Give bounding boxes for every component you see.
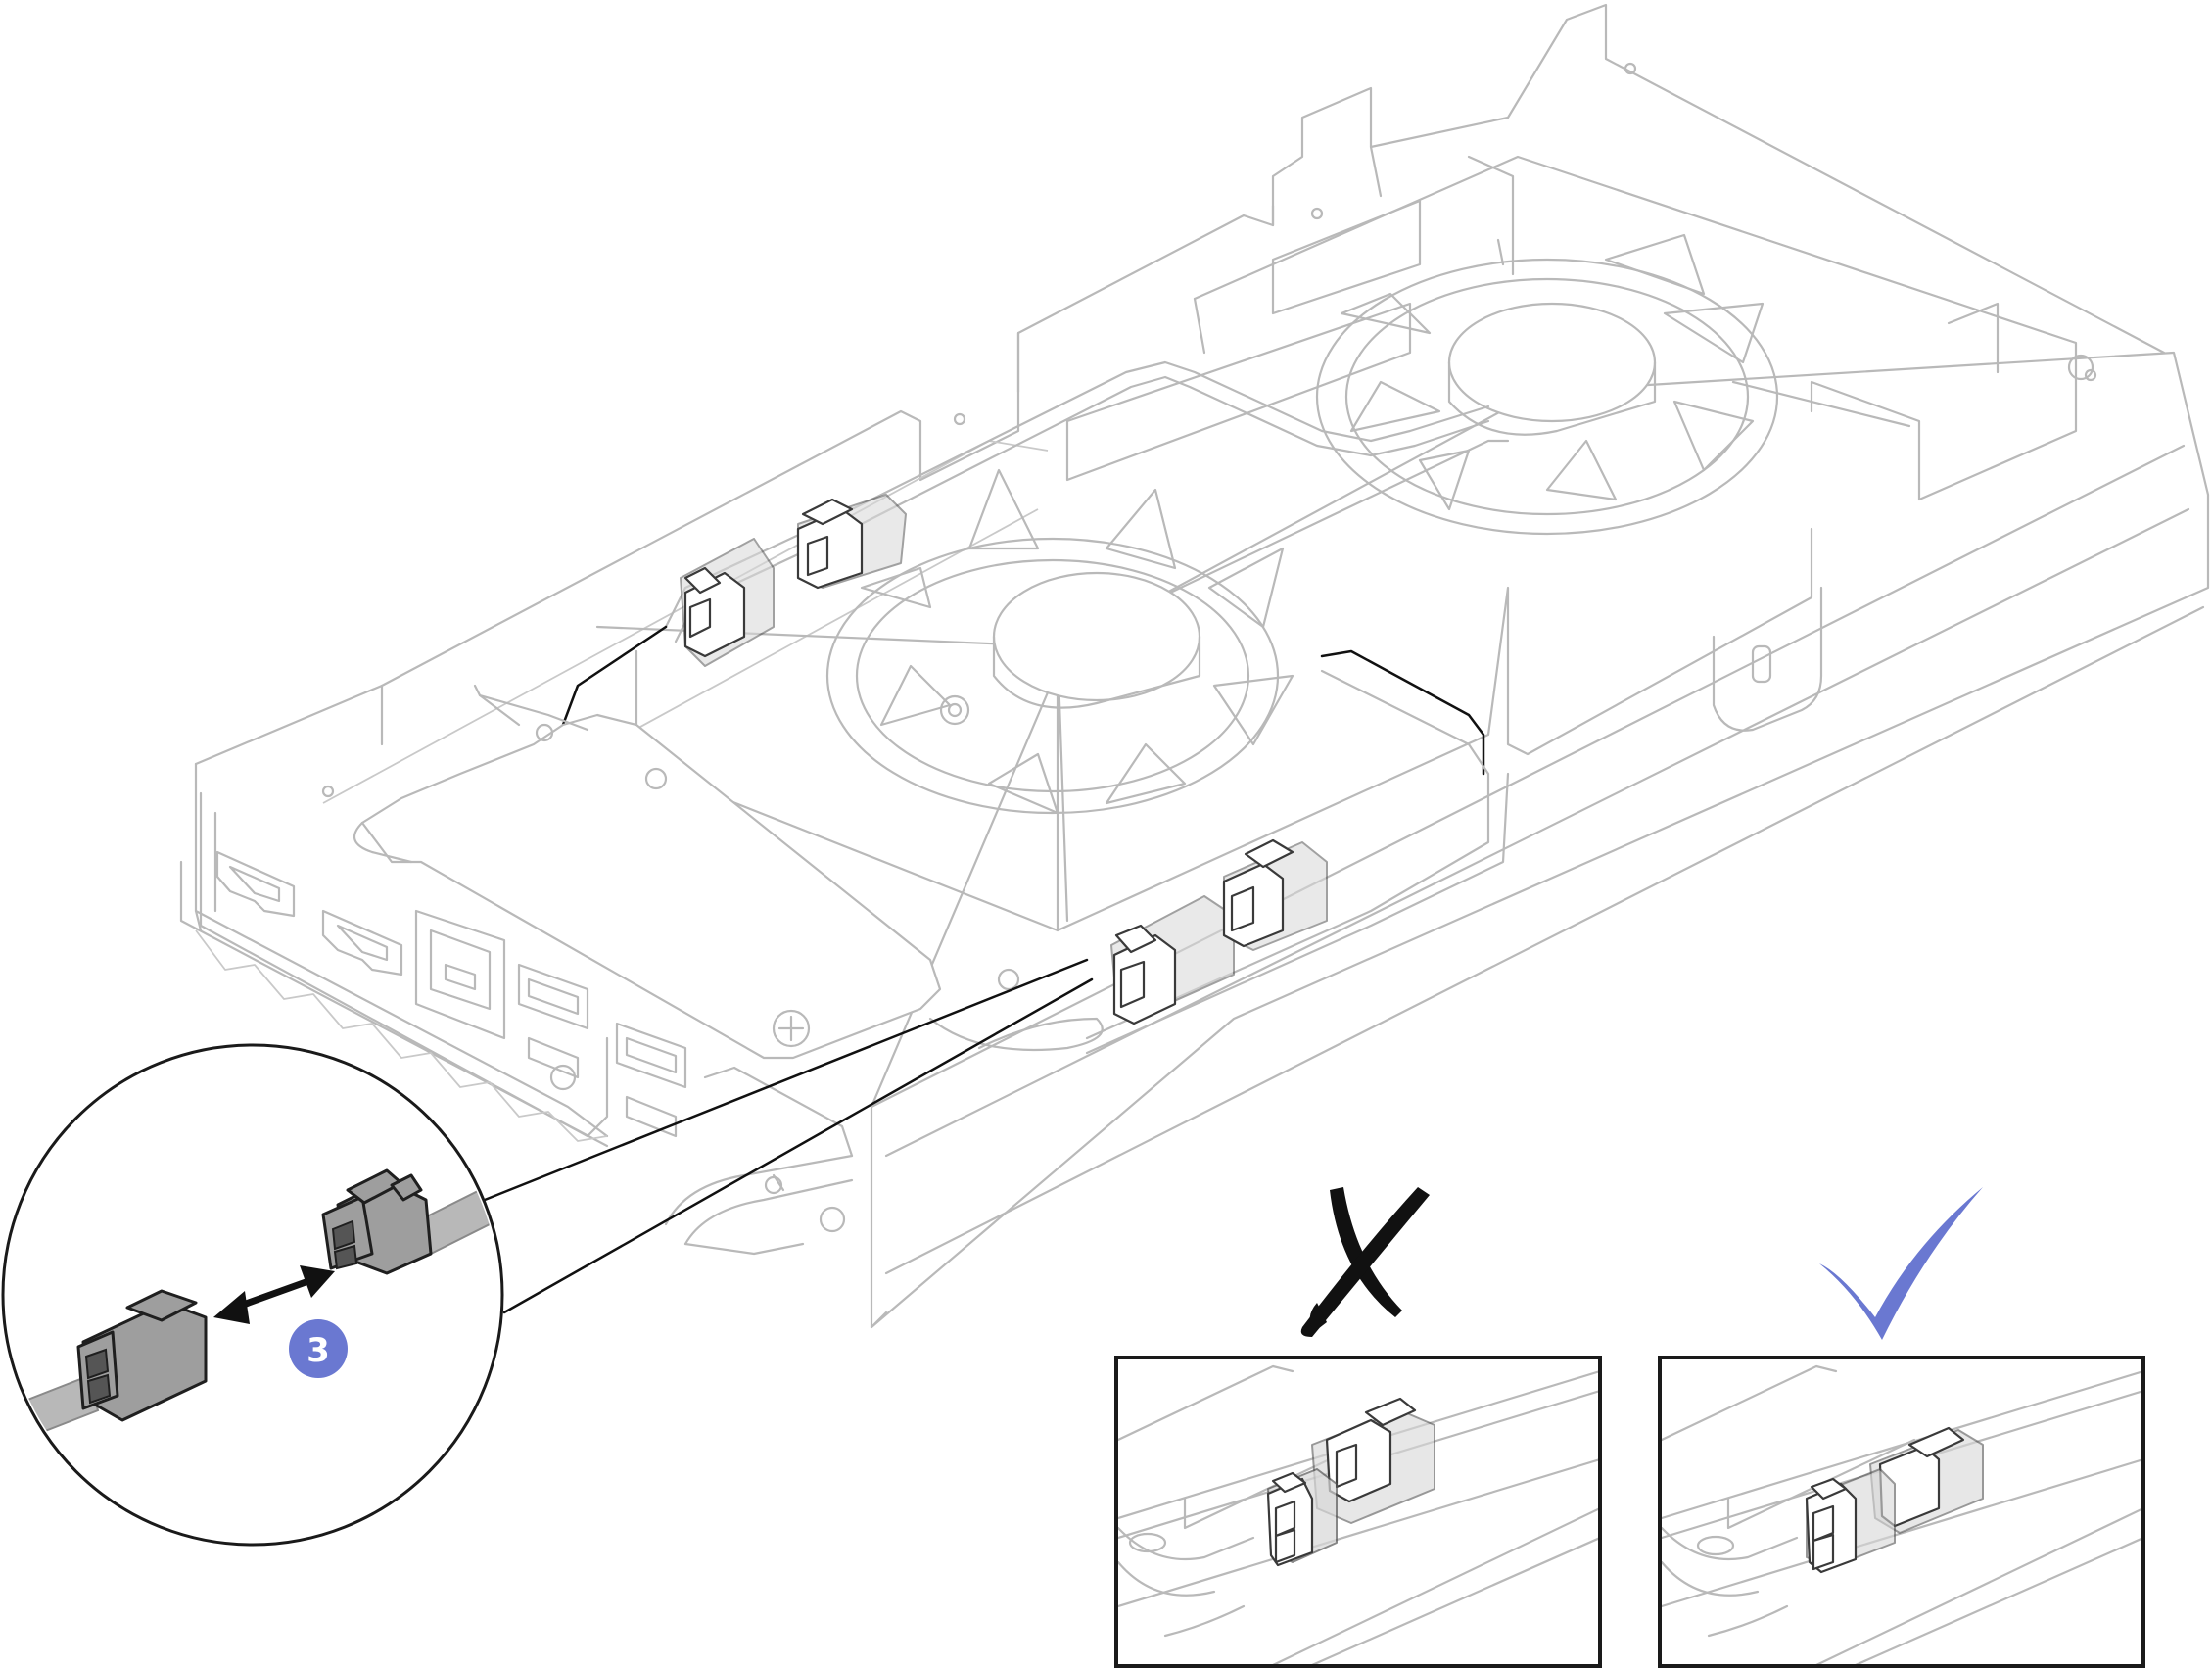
chassis — [179, 3, 2210, 1329]
correct-example-panel — [1658, 1187, 2145, 1668]
lower-connector-pair — [1110, 838, 1328, 1025]
check-mark-icon — [1819, 1187, 1983, 1340]
callout-lines — [483, 958, 1094, 1314]
insert-direction-arrow — [213, 1265, 335, 1324]
zoom-detail — [1, 1043, 504, 1547]
io-ports — [215, 850, 854, 1233]
cross-mark-icon — [1300, 1187, 1430, 1337]
front-fan — [825, 468, 1294, 815]
riser-plate — [353, 684, 1020, 1060]
incorrect-example-panel — [1114, 1187, 1602, 1668]
rear-fan — [1315, 233, 1779, 536]
step-badge: 3 — [289, 1319, 348, 1378]
step-number: 3 — [306, 1331, 330, 1370]
upper-connector-pair — [680, 494, 907, 667]
